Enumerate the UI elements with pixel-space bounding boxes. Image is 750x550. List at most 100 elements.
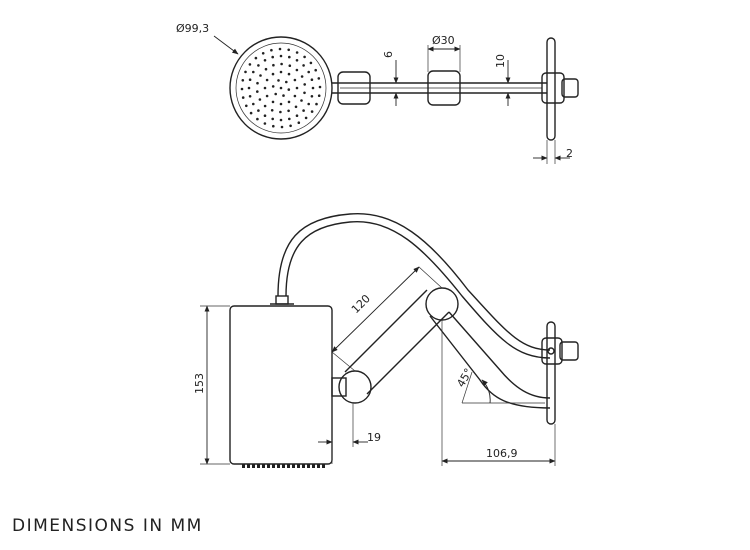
nozzle-tip: [287, 464, 290, 468]
nozzle-tip: [247, 464, 250, 468]
nozzle-tip: [292, 464, 295, 468]
nozzle-tip: [262, 464, 265, 468]
nozzle-dot: [248, 95, 252, 98]
nozzle-dot: [287, 72, 291, 76]
nozzle-dot: [279, 70, 283, 74]
nozzle-dot: [244, 70, 247, 74]
nozzle-dot: [257, 64, 260, 67]
nozzle-dot: [279, 118, 283, 122]
nozzle-dot: [287, 109, 290, 113]
lower-pivot: [338, 370, 372, 404]
nozzle-dot: [310, 110, 314, 113]
nozzle-dot: [259, 74, 262, 77]
nozzle-tip: [302, 464, 305, 468]
nozzle-tip: [252, 464, 255, 468]
nozzle-dot: [295, 59, 299, 62]
nozzle-dot: [310, 78, 314, 81]
dim-pipe-diameter: Ø30: [432, 34, 455, 47]
nozzle-dot: [263, 59, 267, 62]
dim-head-diameter: Ø99,3: [176, 22, 209, 35]
nozzle-dot: [303, 91, 306, 95]
nozzle-dot: [265, 94, 269, 98]
nozzle-dot: [295, 86, 299, 90]
bottom-nozzles: [242, 464, 325, 468]
wall-plate-side: [546, 321, 556, 425]
side-view: 153 120 19 106,9 45°: [193, 212, 579, 468]
nozzle-dot: [280, 125, 284, 129]
nozzle-dot: [248, 63, 252, 66]
nozzle-dots: [240, 47, 322, 129]
nozzle-dot: [295, 68, 299, 72]
nozzle-dot: [315, 102, 318, 106]
nozzle-dot: [278, 47, 282, 51]
nozzle-dot: [263, 104, 267, 108]
nozzle-dot: [241, 79, 245, 82]
nozzle-dot: [307, 70, 311, 74]
nozzle-tip: [322, 464, 325, 468]
nozzle-dot: [256, 81, 259, 85]
dim-arm-thickness: 10: [494, 54, 507, 68]
nozzle-dot: [302, 64, 305, 67]
nozzle-dot: [318, 85, 322, 89]
nozzle-tip: [282, 464, 285, 468]
nozzle-dot: [279, 110, 282, 114]
nozzle-dot: [287, 48, 291, 52]
nozzle-dot: [240, 87, 244, 91]
nozzle-dot: [254, 56, 258, 60]
nozzle-dot: [271, 55, 275, 59]
dim-arm-length: 120: [349, 292, 373, 316]
nozzle-dot: [307, 102, 311, 106]
units-note: DIMENSIONS IN MM: [12, 516, 203, 536]
dim-head-offset: 19: [367, 431, 381, 444]
nozzle-dot: [293, 78, 297, 82]
dim-plate-thickness: 2: [566, 147, 573, 160]
dim-wall-projection: 106,9: [486, 447, 518, 460]
nozzle-dot: [270, 48, 273, 52]
nozzle-dot: [304, 116, 308, 120]
nozzle-dot: [265, 78, 269, 82]
nozzle-dot: [302, 109, 305, 112]
nozzle-dot: [263, 86, 267, 90]
nozzle-dot: [277, 79, 280, 82]
nozzle-dot: [311, 86, 315, 90]
nozzle-dot: [257, 109, 260, 112]
nozzle-dot: [252, 102, 255, 106]
nozzle-dot: [287, 100, 291, 104]
nozzle-dot: [271, 100, 275, 104]
nozzle-dot: [303, 55, 306, 59]
nozzle-dot: [271, 117, 275, 121]
nozzle-tip: [317, 464, 320, 468]
nozzle-dot: [310, 95, 314, 98]
nozzle-dot: [317, 94, 321, 97]
shower-head-inner: [235, 42, 327, 134]
nozzle-dot: [241, 96, 245, 99]
nozzle-dot: [271, 72, 275, 76]
shower-head-top: [229, 36, 333, 140]
nozzle-tip: [257, 464, 260, 468]
nozzle-dot: [295, 114, 299, 117]
nozzle-dot: [252, 70, 255, 74]
nozzle-tip: [297, 464, 300, 468]
nozzle-dot: [294, 105, 298, 109]
nozzle-tip: [307, 464, 310, 468]
nozzle-dot: [255, 90, 259, 93]
shower-head-body: [229, 305, 333, 465]
joint-block-2: [427, 70, 461, 106]
dim-head-height: 153: [193, 373, 206, 394]
joint-block-1: [337, 71, 371, 105]
nozzle-dot: [309, 61, 313, 65]
nozzle-dot: [285, 80, 288, 84]
nozzle-tip: [277, 464, 280, 468]
nozzle-dot: [279, 54, 283, 58]
hose: [277, 212, 551, 351]
nozzle-dot: [264, 67, 268, 71]
nozzle-dot: [289, 124, 292, 128]
nozzle-dot: [263, 122, 267, 125]
nozzle-dot: [272, 63, 275, 67]
nozzle-dot: [317, 77, 321, 80]
nozzle-dot: [279, 102, 283, 106]
nozzle-dot: [300, 99, 303, 102]
nozzle-dot: [288, 117, 291, 121]
nozzle-dot: [282, 94, 285, 97]
nozzle-dot: [293, 94, 297, 98]
